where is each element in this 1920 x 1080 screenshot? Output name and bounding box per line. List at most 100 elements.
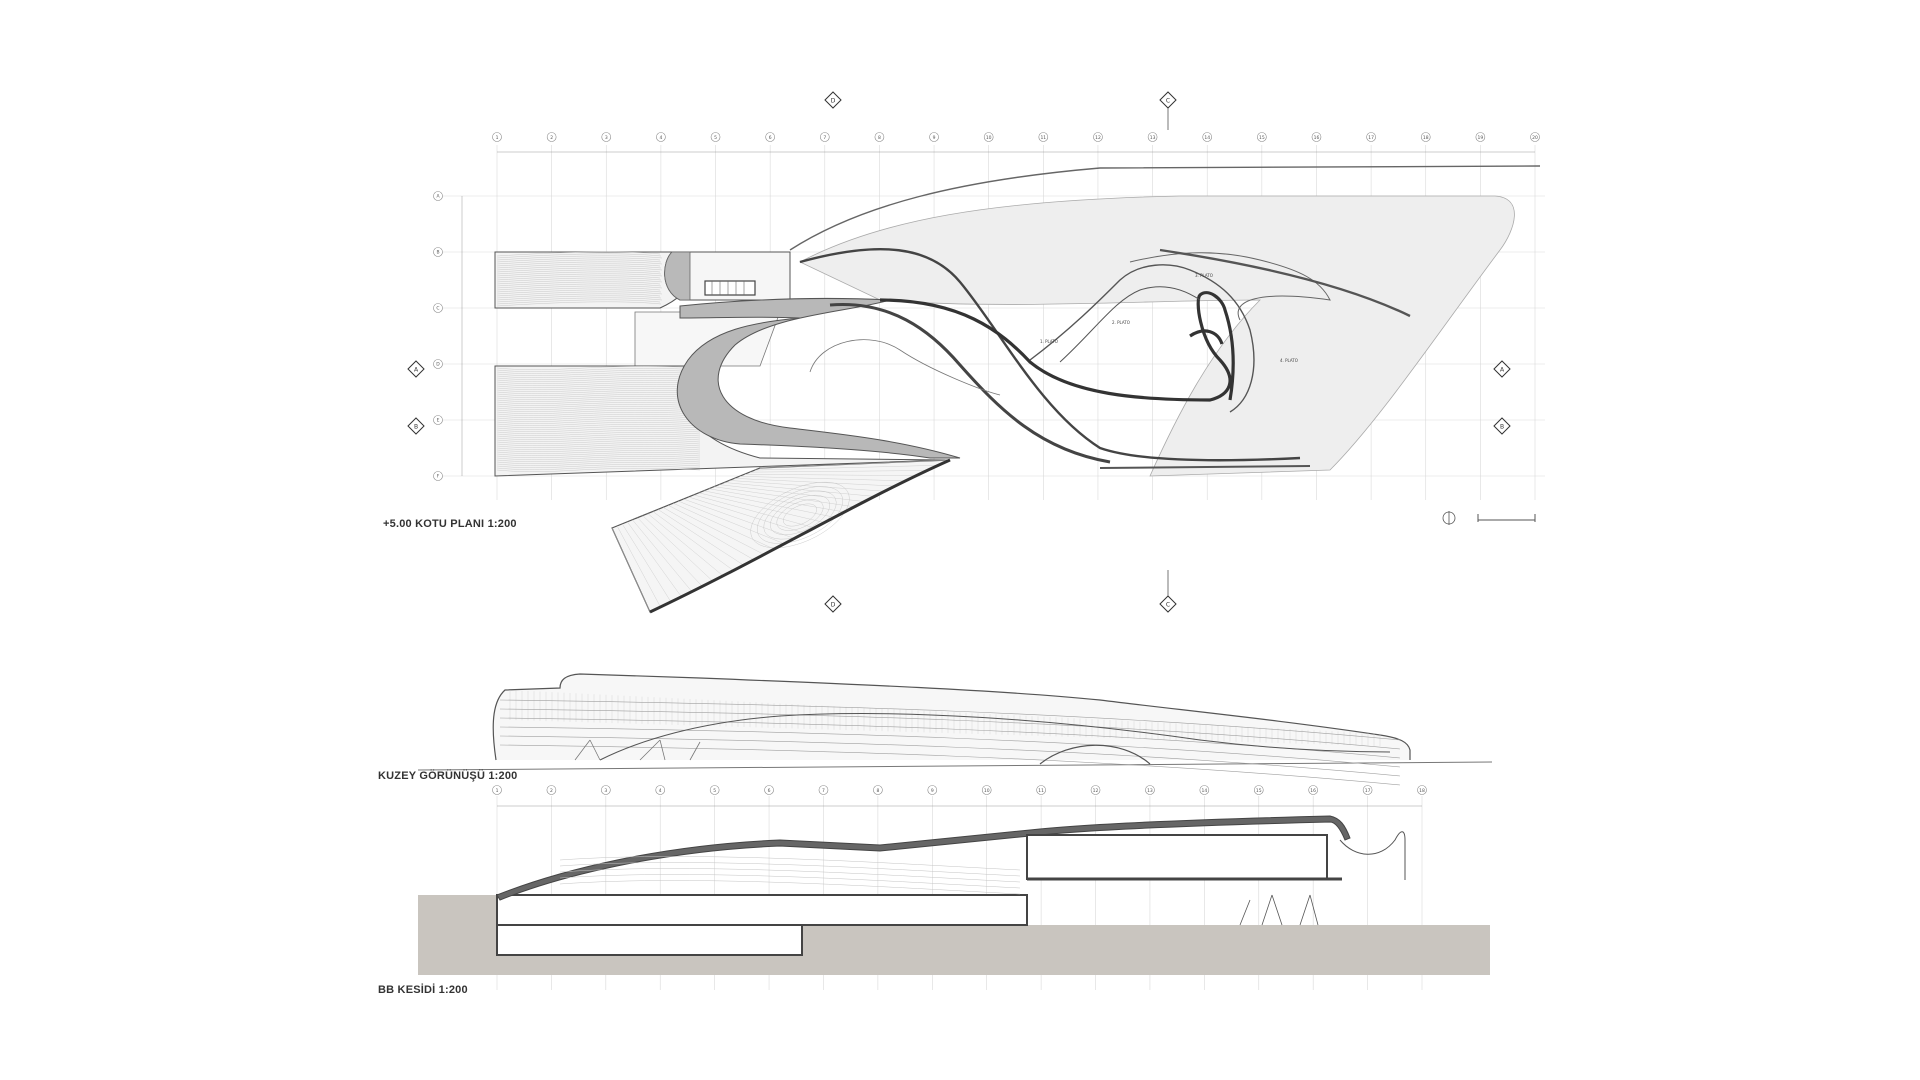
mound bbox=[1039, 744, 1151, 765]
grid-bubble bbox=[1308, 785, 1318, 795]
grid-bubble bbox=[1147, 132, 1158, 142]
section-marker: B bbox=[407, 417, 425, 435]
svg-text:C: C bbox=[1166, 602, 1170, 609]
roof-outline bbox=[789, 165, 1541, 251]
grid-label: F bbox=[437, 474, 440, 480]
grid-bubble bbox=[1417, 785, 1427, 795]
grid-bubble bbox=[1199, 785, 1210, 795]
section-columns bbox=[1239, 894, 1319, 926]
room-labels: 1. PLATO 2. PLATO 3. PLATO 4. PLATO bbox=[1040, 273, 1298, 363]
grid-label: 13 bbox=[1147, 788, 1153, 794]
grid-bubble bbox=[433, 247, 443, 257]
grid-bubble bbox=[492, 132, 502, 142]
grid-bubble bbox=[764, 785, 774, 795]
grid-label: 14 bbox=[1201, 788, 1207, 794]
grid-bubble bbox=[433, 303, 443, 313]
grid-bubble bbox=[1530, 132, 1540, 142]
grid-label: 8 bbox=[876, 788, 879, 794]
grid-label: 12 bbox=[1095, 135, 1101, 141]
grid-label: 14 bbox=[1204, 135, 1210, 141]
grid-label: 3 bbox=[605, 135, 608, 141]
elevation-title: KUZEY GÖRÜNÜŞÜ 1:200 bbox=[378, 770, 518, 782]
grid-label: 10 bbox=[986, 135, 992, 141]
grid-bubble bbox=[1093, 132, 1103, 142]
grid-label: 1 bbox=[496, 135, 499, 141]
grid-bubble bbox=[873, 785, 883, 795]
diagonal-wing-edge bbox=[649, 458, 951, 614]
grid-bubble bbox=[710, 132, 721, 142]
grid-label: 4 bbox=[659, 788, 662, 794]
grid-label: 9 bbox=[933, 135, 936, 141]
section-title: BB KESİDİ 1:200 bbox=[378, 984, 468, 996]
grid-bubble bbox=[655, 785, 666, 795]
grid-label: 4 bbox=[659, 135, 662, 141]
north-arrow-icon bbox=[1442, 511, 1456, 525]
svg-text:B: B bbox=[1500, 424, 1504, 431]
grid-label: 13 bbox=[1150, 135, 1156, 141]
diagonal-wing-hatch bbox=[611, 459, 951, 613]
grid-bubble bbox=[1475, 132, 1486, 142]
grid-label: 16 bbox=[1314, 135, 1320, 141]
grid-bubble bbox=[1090, 785, 1101, 795]
section-marker: D bbox=[824, 91, 842, 109]
canopy-area bbox=[799, 195, 1515, 477]
grid-bubble bbox=[981, 785, 992, 795]
ground-line bbox=[417, 761, 1493, 771]
grid-bubble bbox=[929, 132, 939, 142]
section-marker: C bbox=[1159, 91, 1177, 109]
roof-slab bbox=[496, 815, 1351, 901]
grid-label: 18 bbox=[1419, 788, 1425, 794]
grid-label: 8 bbox=[878, 135, 881, 141]
grid-label: 17 bbox=[1365, 788, 1371, 794]
section-marker: A bbox=[407, 360, 425, 378]
upper-room bbox=[1026, 834, 1328, 880]
grid-label: E bbox=[437, 418, 440, 424]
svg-text:A: A bbox=[414, 367, 419, 374]
grid-label: 19 bbox=[1478, 135, 1484, 141]
grid-label: C bbox=[436, 306, 439, 312]
grid-label: 12 bbox=[1093, 788, 1099, 794]
grid-label: 6 bbox=[768, 788, 771, 794]
grid-bubble bbox=[433, 191, 443, 201]
grid-bubble bbox=[546, 132, 557, 142]
ground-room bbox=[496, 894, 1028, 926]
grid-label: 15 bbox=[1256, 788, 1262, 794]
grid-label: 15 bbox=[1259, 135, 1265, 141]
room-label: 3. PLATO bbox=[1195, 273, 1213, 278]
grid-bubble bbox=[1257, 132, 1267, 142]
grid-label: 5 bbox=[713, 788, 716, 794]
support-columns bbox=[574, 739, 701, 761]
grid-label: 11 bbox=[1040, 135, 1046, 141]
grid-bubble bbox=[433, 359, 443, 369]
grid-label: D bbox=[436, 362, 440, 368]
grid-label: 17 bbox=[1368, 135, 1374, 141]
room-label: 2. PLATO bbox=[1112, 320, 1130, 325]
lower-ribbon bbox=[599, 713, 1391, 761]
svg-text:A: A bbox=[1500, 367, 1505, 374]
section-marker: A bbox=[1493, 360, 1511, 378]
room-label: 1. PLATO bbox=[1040, 339, 1058, 344]
grid-label: B bbox=[436, 250, 439, 256]
grid-label: 20 bbox=[1532, 135, 1538, 141]
grid-bubble bbox=[1311, 132, 1322, 142]
grid-label: 9 bbox=[931, 788, 934, 794]
topographic-hatch bbox=[496, 251, 701, 472]
grid-bubble bbox=[818, 785, 829, 795]
grid-bubble bbox=[601, 132, 612, 142]
basement-room bbox=[496, 924, 803, 956]
svg-text:B: B bbox=[414, 424, 418, 431]
grid-bubble bbox=[433, 415, 443, 425]
section-markers: A A B B C C D bbox=[407, 91, 1511, 613]
grid-bubble bbox=[601, 785, 611, 795]
svg-text:D: D bbox=[831, 602, 836, 609]
scale-bar bbox=[1477, 514, 1536, 522]
grid-label: 5 bbox=[714, 135, 717, 141]
section-marker: B bbox=[1493, 417, 1511, 435]
svg-text:D: D bbox=[831, 98, 836, 105]
grid-label: 7 bbox=[823, 135, 826, 141]
grid-label: 2 bbox=[550, 788, 553, 794]
